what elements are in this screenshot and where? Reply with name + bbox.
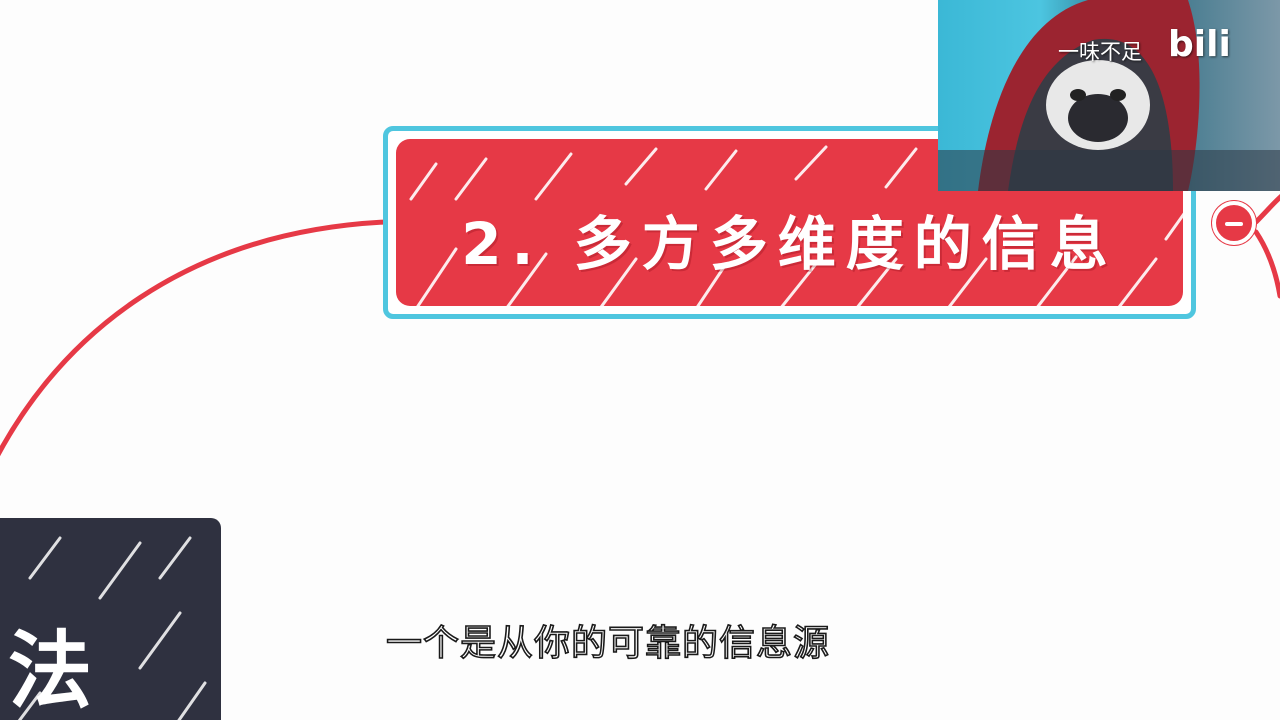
mindmap-topic-node[interactable]: 2. 多方多维度的信息 <box>383 126 1196 319</box>
video-subtitle: 一个是从你的可靠的信息源 <box>385 622 831 665</box>
webcam-scene <box>938 0 1280 191</box>
hatch-pattern-decoration <box>409 145 1183 306</box>
hatch-pattern-decoration <box>17 536 207 720</box>
bilibili-logo: bili <box>1168 24 1231 65</box>
webcam-overlay: 一味不足 bili <box>938 0 1280 191</box>
connector-right-branch-lower <box>1253 229 1280 299</box>
mindmap-left-node[interactable]: 法 <box>0 518 221 720</box>
connector-left-curve <box>0 219 388 457</box>
collapse-toggle-button[interactable] <box>1212 201 1256 245</box>
topic-title: 2. 多方多维度的信息 <box>461 210 1118 278</box>
webcam-caption: 一味不足 <box>1058 40 1142 64</box>
connector-right-branch-upper <box>1253 193 1280 225</box>
left-node-label: 法 <box>8 622 93 720</box>
minus-circle-icon <box>1225 222 1243 226</box>
